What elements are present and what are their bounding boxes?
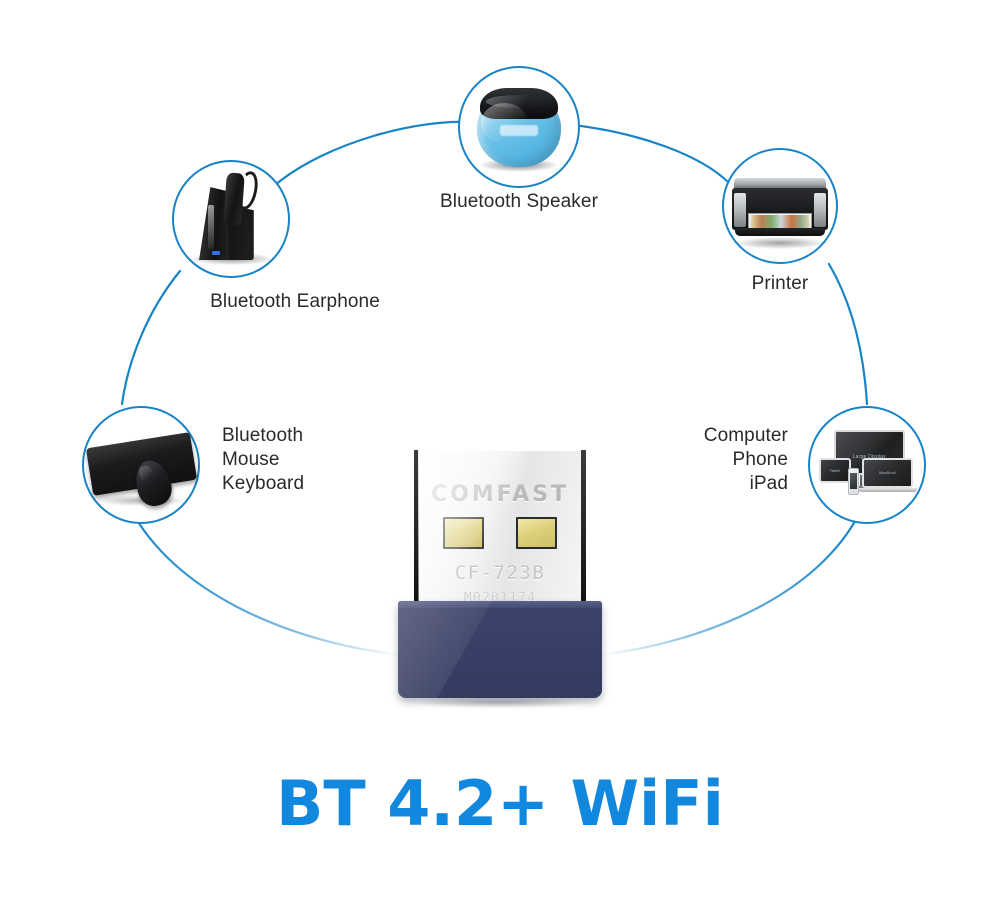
printer-icon xyxy=(724,150,836,262)
label-bluetooth-mouse-keyboard: Bluetooth Mouse Keyboard xyxy=(222,425,305,494)
node-bluetooth-speaker[interactable] xyxy=(458,66,580,188)
label-printer: Printer xyxy=(751,273,809,294)
node-bluetooth-mouse-keyboard[interactable] xyxy=(82,406,200,524)
node-printer[interactable] xyxy=(722,148,838,264)
monitor-screen-label: Large Display xyxy=(852,454,886,461)
model-number: CF-723B xyxy=(454,561,546,584)
label-bluetooth-earphone: Bluetooth Earphone xyxy=(210,291,380,312)
usb-wifi-adapter[interactable]: COMFAST CF-723B M0201174 xyxy=(398,450,602,708)
tablet-screen-label: Tablet xyxy=(829,468,841,474)
keyboard-mouse-icon xyxy=(84,408,198,522)
computer-devices-icon: Large Display Tablet MacBook xyxy=(810,408,924,522)
bluetooth-earphone-icon xyxy=(174,162,288,276)
laptop-screen-label: MacBook xyxy=(879,470,896,476)
brand-logo: COMFAST xyxy=(430,482,570,508)
page-title: BT 4.2+ WiFi xyxy=(276,767,724,840)
usb-contact-pads xyxy=(442,516,558,550)
label-bluetooth-speaker: Bluetooth Speaker xyxy=(439,191,599,212)
label-computer-phone-ipad: Computer Phone iPad xyxy=(703,425,788,494)
node-bluetooth-earphone[interactable] xyxy=(172,160,290,278)
drop-shadow xyxy=(410,695,590,708)
node-computer-phone-ipad[interactable]: Large Display Tablet MacBook xyxy=(808,406,926,524)
bluetooth-speaker-icon xyxy=(460,68,578,186)
usb-shell xyxy=(398,601,602,698)
